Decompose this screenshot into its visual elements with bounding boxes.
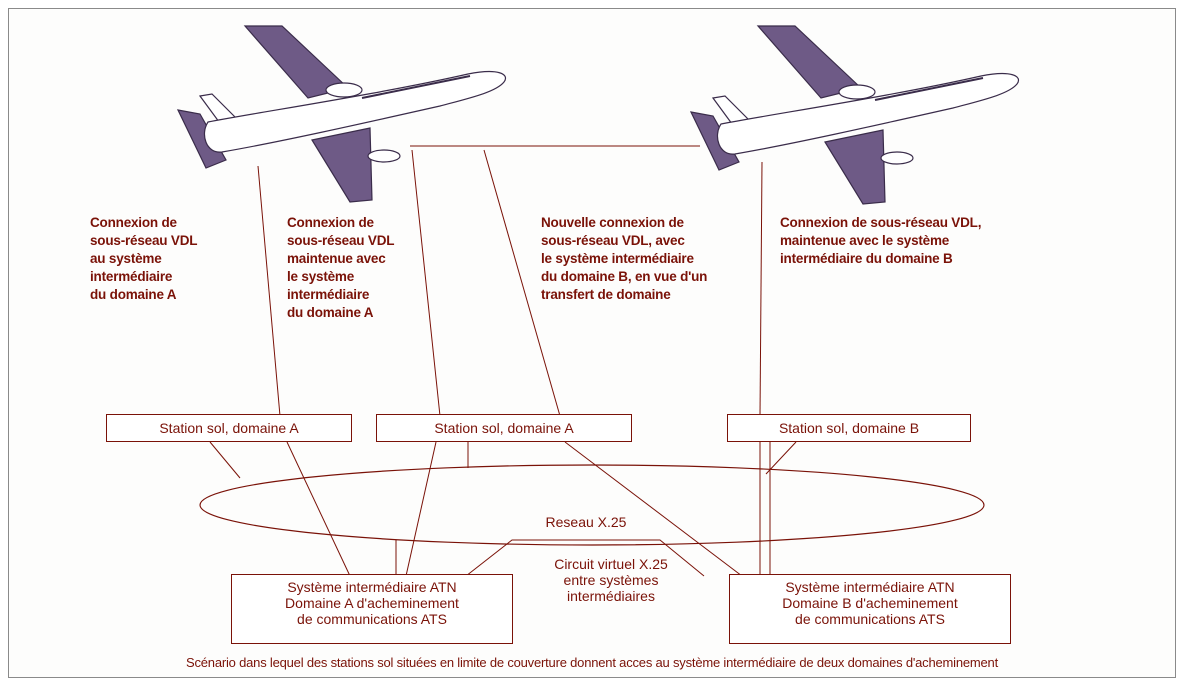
figure-caption: Scénario dans lequel des stations sol si… [185,655,999,670]
ground-station-b: Station sol, domaine B [727,414,971,442]
aircraft-a-icon [176,25,507,203]
aircraft-b-icon [689,25,1020,205]
virtual-circuit-label: Circuit virtuel X.25 entre systèmes inte… [531,556,691,604]
connection-lines [209,145,797,577]
label-connection-a: Connexion de sous-réseau VDL au système … [90,215,198,302]
label-new-connection-b: Nouvelle connexion de sous-réseau VDL, a… [541,215,708,302]
system-a-line-3: de communications ATS [297,611,447,627]
system-b-line-2: Domaine B d'acheminement [782,595,958,611]
virtual-circuit-line-3: intermédiaires [567,588,655,604]
x25-network-ellipse [199,464,985,546]
system-b-line-3: de communications ATS [795,611,945,627]
ground-station-a1: Station sol, domaine A [106,414,352,442]
system-a-line-1: Système intermédiaire ATN [287,579,457,595]
virtual-circuit-line-2: entre systèmes [563,572,659,588]
intermediate-system-b: Système intermédiaire ATN Domaine B d'ac… [729,574,1011,644]
virtual-circuit-line-1: Circuit virtuel X.25 [554,556,668,572]
label-connection-b-maintained: Connexion de sous-réseau VDL, maintenue … [780,215,982,266]
label-connection-a-maintained: Connexion de sous-réseau VDL maintenue a… [287,215,395,320]
network-label: Reseau X.25 [545,514,627,530]
intermediate-system-a: Système intermédiaire ATN Domaine A d'ac… [231,574,513,644]
system-b-line-1: Système intermédiaire ATN [785,579,955,595]
ground-station-a2: Station sol, domaine A [376,414,632,442]
system-a-line-2: Domaine A d'acheminement [285,595,459,611]
